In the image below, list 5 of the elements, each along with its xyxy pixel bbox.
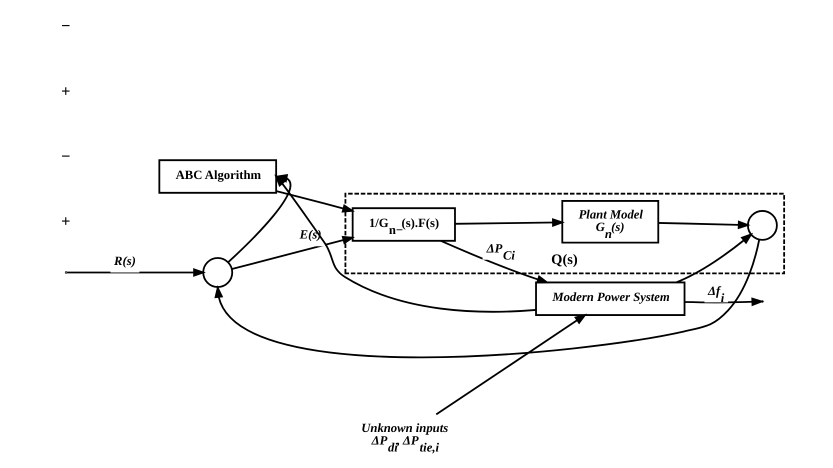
label: + — [61, 212, 70, 231]
label: − — [61, 16, 70, 36]
edge-label: R(s) — [114, 254, 136, 268]
label: − — [61, 146, 70, 166]
label: + — [61, 81, 70, 100]
